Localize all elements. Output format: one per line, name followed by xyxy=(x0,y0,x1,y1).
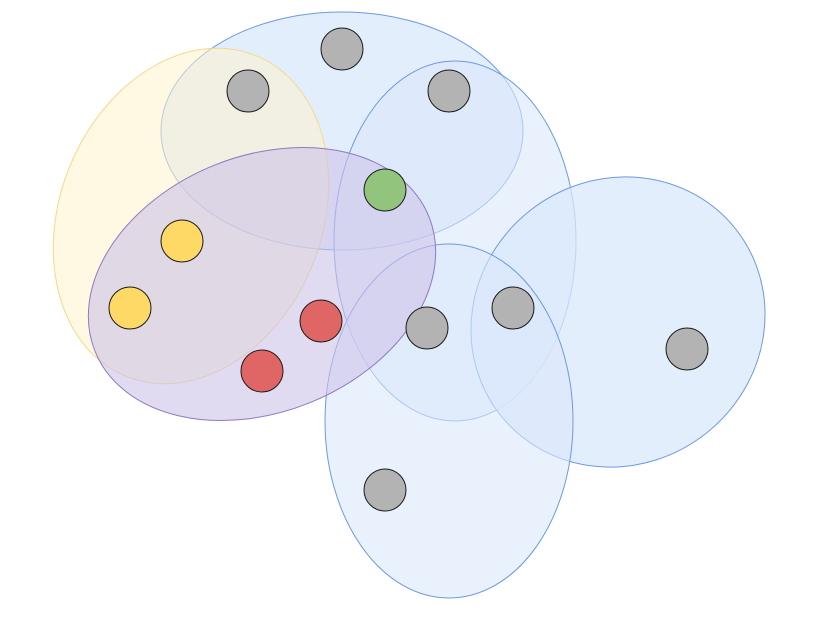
node-gray-bottom xyxy=(363,468,407,512)
node-yellow-2 xyxy=(108,286,152,330)
node-gray-upper-right xyxy=(427,69,471,113)
node-gray-far-right xyxy=(665,327,709,371)
node-gray-center xyxy=(405,306,449,350)
node-gray-top xyxy=(320,27,364,71)
node-yellow-1 xyxy=(160,219,204,263)
node-red-2 xyxy=(240,349,284,393)
node-green xyxy=(363,168,407,212)
node-red-1 xyxy=(299,299,343,343)
node-gray-upper-left xyxy=(226,69,270,113)
node-gray-center-right xyxy=(491,286,535,330)
group-purple xyxy=(87,147,437,421)
